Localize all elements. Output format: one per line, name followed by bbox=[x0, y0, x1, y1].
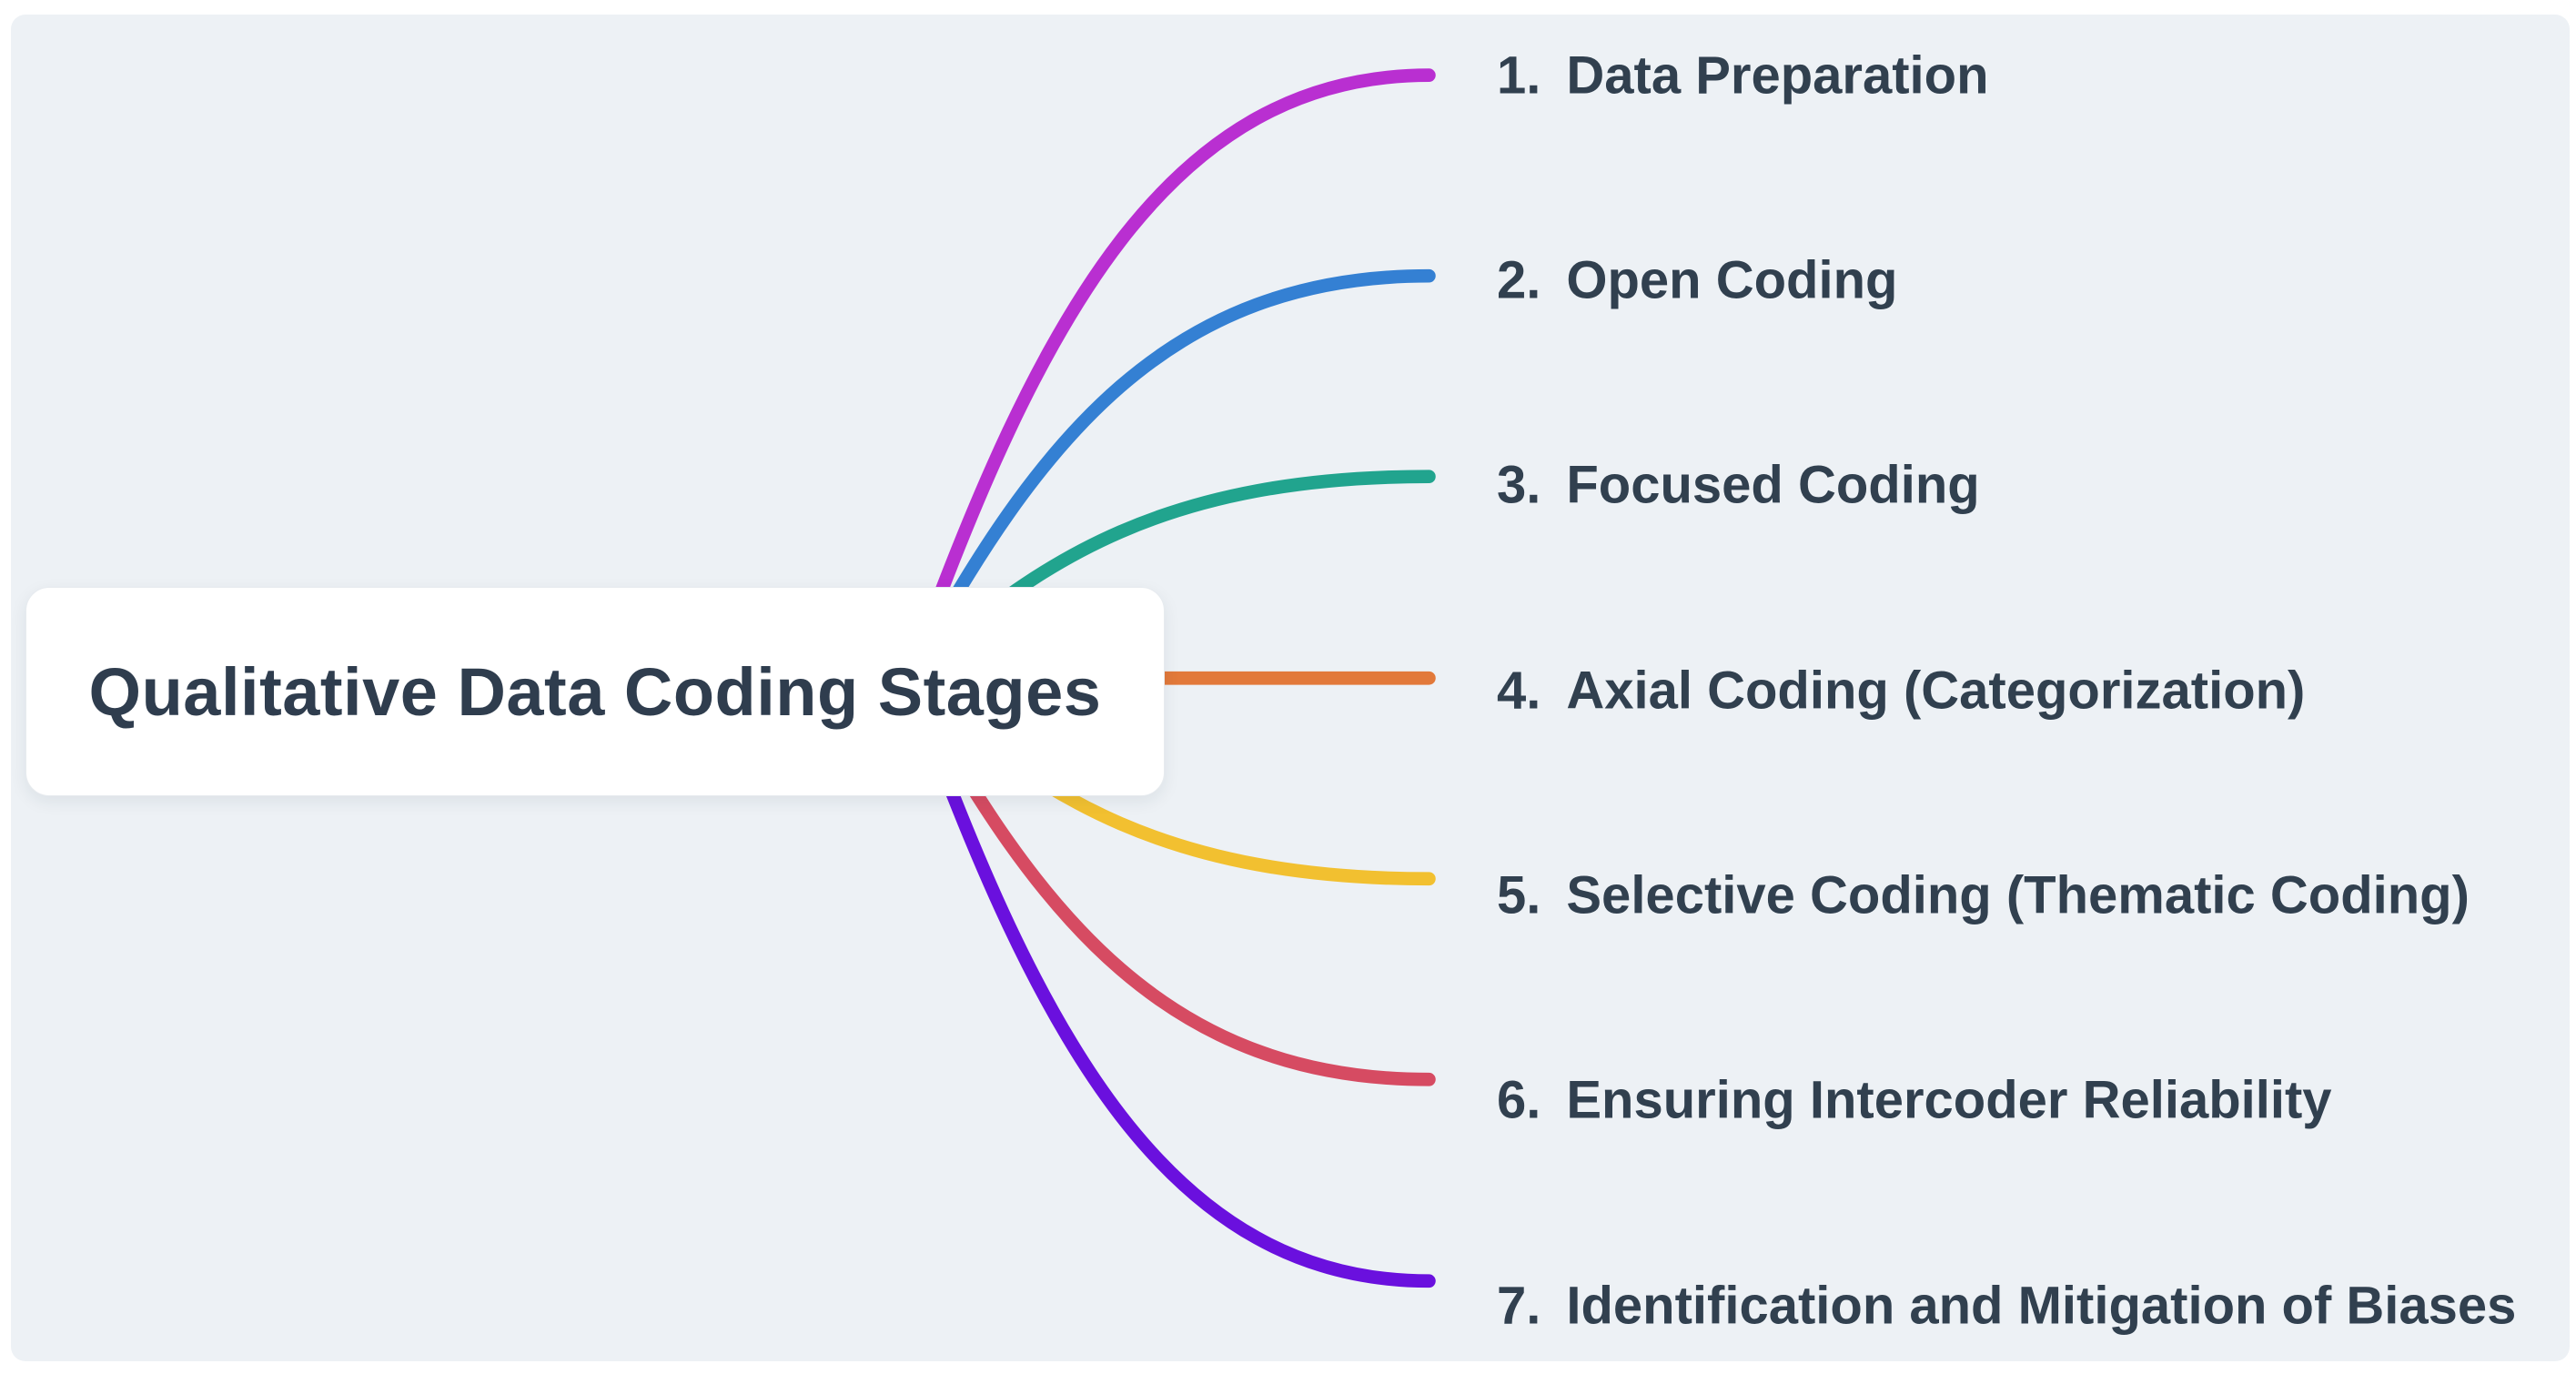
branch-curve-1 bbox=[902, 68, 1436, 685]
branch-6-text: Ensuring Intercoder Reliability bbox=[1566, 1070, 2332, 1130]
branch-5-number: 5. bbox=[1497, 865, 1541, 925]
root-node-label: Qualitative Data Coding Stages bbox=[88, 653, 1102, 730]
branch-2-number: 2. bbox=[1497, 250, 1541, 310]
root-node: Qualitative Data Coding Stages bbox=[25, 587, 1165, 796]
branch-curve-7 bbox=[902, 671, 1436, 1288]
branch-6-number: 6. bbox=[1497, 1070, 1541, 1130]
branch-2-text: Open Coding bbox=[1566, 250, 1898, 310]
branch-label-5: 5. Selective Coding (Thematic Coding) bbox=[1497, 866, 2470, 927]
branch-3-number: 3. bbox=[1497, 455, 1541, 515]
branch-label-7: 7. Identification and Mitigation of Bias… bbox=[1497, 1277, 2516, 1338]
branch-curve-2 bbox=[902, 268, 1436, 685]
branch-1-number: 1. bbox=[1497, 45, 1541, 106]
branch-3-text: Focused Coding bbox=[1566, 455, 1980, 515]
branch-4-number: 4. bbox=[1497, 661, 1541, 721]
branch-5-text: Selective Coding (Thematic Coding) bbox=[1566, 865, 2470, 925]
branch-label-1: 1. Data Preparation bbox=[1497, 46, 1989, 107]
branch-7-number: 7. bbox=[1497, 1276, 1541, 1336]
branch-4-text: Axial Coding (Categorization) bbox=[1566, 661, 2306, 721]
branch-label-6: 6. Ensuring Intercoder Reliability bbox=[1497, 1071, 2332, 1132]
branch-label-2: 2. Open Coding bbox=[1497, 251, 1897, 312]
branch-1-text: Data Preparation bbox=[1566, 45, 1989, 106]
branch-label-3: 3. Focused Coding bbox=[1497, 456, 1980, 517]
branch-label-4: 4. Axial Coding (Categorization) bbox=[1497, 662, 2305, 722]
diagram-canvas: Qualitative Data Coding Stages 1. Data P… bbox=[11, 15, 2570, 1361]
branch-7-text: Identification and Mitigation of Biases bbox=[1566, 1276, 2517, 1336]
